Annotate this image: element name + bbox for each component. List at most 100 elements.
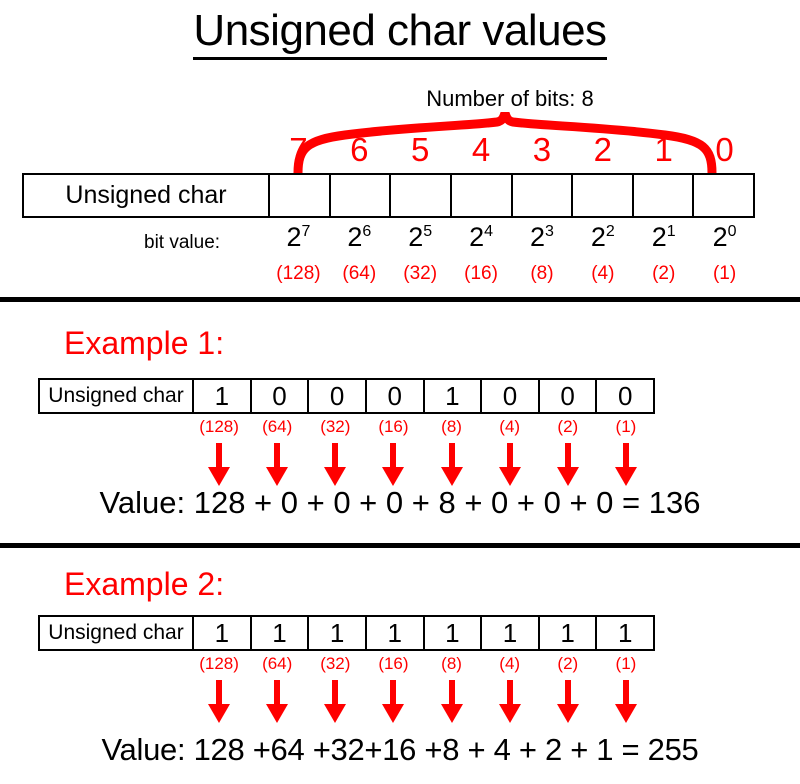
example-1-bit-3[interactable]: 1 xyxy=(422,380,481,412)
example-1-decimal-8: (8) xyxy=(441,417,462,436)
header-decimal-4: (4) xyxy=(591,263,615,284)
example-2-decimal-128: (128) xyxy=(199,654,239,673)
power-base: 2 xyxy=(651,222,667,252)
example-2-bit-0[interactable]: 1 xyxy=(595,617,653,649)
header-bit-cell-3[interactable] xyxy=(510,175,572,216)
example-1-arrow-row xyxy=(190,443,655,487)
power-base: 2 xyxy=(529,222,545,252)
example-2-decimal-4: (4) xyxy=(499,654,521,673)
power-base: 2 xyxy=(590,222,606,252)
section-divider-1 xyxy=(0,297,800,302)
example-2-bit-3[interactable]: 1 xyxy=(422,617,481,649)
power-exponent: 0 xyxy=(727,223,737,240)
example-2-bit-6[interactable]: 1 xyxy=(249,617,308,649)
example-1-bit-table: Unsigned char 1 0 0 0 1 0 0 0 xyxy=(38,378,655,414)
bit-index-row: 7 6 5 4 3 2 1 0 xyxy=(268,133,755,166)
example-2-arrow-slot-3 xyxy=(423,680,481,724)
header-decimal-32: (32) xyxy=(403,263,438,284)
down-arrow-icon xyxy=(498,680,521,723)
example-1-arrow-slot-6 xyxy=(248,443,306,487)
down-arrow-icon xyxy=(208,443,231,486)
down-arrow-icon xyxy=(382,680,405,723)
example-1-value-line: Value: 128 + 0 + 0 + 0 + 8 + 0 + 0 + 0 =… xyxy=(99,485,701,520)
example-2-bit-7[interactable]: 1 xyxy=(192,617,250,649)
header-bit-cell-2[interactable] xyxy=(571,175,632,216)
power-base: 2 xyxy=(712,222,728,252)
example-1-arrow-slot-1 xyxy=(539,443,597,487)
down-arrow-icon xyxy=(324,443,347,486)
down-arrow-icon xyxy=(614,680,637,723)
header-decimal-16: (16) xyxy=(464,263,498,284)
example-2-value-line: Value: 128 +64 +32+16 +8 + 4 + 2 + 1 = 2… xyxy=(101,732,699,767)
power-2-7: 27 xyxy=(268,224,329,251)
header-bit-cell-1[interactable] xyxy=(631,175,693,216)
example-1-arrow-slot-2 xyxy=(481,443,539,487)
example-1-bit-2[interactable]: 0 xyxy=(480,380,538,412)
example-2-bit-2[interactable]: 1 xyxy=(480,617,538,649)
header-bit-cell-6[interactable] xyxy=(328,175,390,216)
header-decimal-1: (1) xyxy=(712,263,737,284)
down-arrow-icon xyxy=(498,443,521,486)
header-bit-cell-4[interactable] xyxy=(449,175,511,216)
example-1-bit-6[interactable]: 0 xyxy=(249,380,308,412)
power-2-4: 24 xyxy=(451,224,512,251)
example-1-bit-0[interactable]: 0 xyxy=(595,380,653,412)
example-2-decimal-32: (32) xyxy=(320,654,351,673)
section-divider-2 xyxy=(0,543,800,548)
header-bit-cell-0[interactable] xyxy=(692,175,753,216)
number-of-bits-label: Number of bits: 8 xyxy=(426,86,594,111)
down-arrow-icon xyxy=(556,680,579,723)
example-1-decimal-4: (4) xyxy=(499,417,521,436)
header-decimal-8: (8) xyxy=(530,263,554,284)
power-base: 2 xyxy=(286,222,302,252)
example-2-arrow-slot-1 xyxy=(539,680,597,724)
down-arrow-icon xyxy=(266,680,289,723)
curly-brace-icon xyxy=(285,108,725,179)
header-bit-cell-5[interactable] xyxy=(389,175,450,216)
power-2-1: 21 xyxy=(633,224,694,251)
example-1-arrow-slot-4 xyxy=(364,443,422,487)
power-exponent: 1 xyxy=(666,223,676,240)
bit-index-5: 5 xyxy=(411,131,430,168)
down-arrow-icon xyxy=(382,443,405,486)
example-2-bit-1[interactable]: 1 xyxy=(537,617,596,649)
bit-index-4: 4 xyxy=(471,131,491,168)
power-base: 2 xyxy=(469,222,485,252)
example-2-heading: Example 2: xyxy=(64,566,225,602)
example-1-arrow-slot-0 xyxy=(597,443,655,487)
down-arrow-icon xyxy=(556,443,579,486)
example-1-bit-4[interactable]: 0 xyxy=(364,380,423,412)
example-1-bit-5[interactable]: 0 xyxy=(307,380,365,412)
bit-index-0: 0 xyxy=(715,131,734,168)
example-1-arrow-slot-5 xyxy=(306,443,364,487)
powers-of-two-row: 27 26 25 24 23 22 21 20 xyxy=(268,224,755,251)
header-decimal-2: (2) xyxy=(652,263,676,284)
bit-value-label: bit value: xyxy=(144,232,221,253)
example-2-decimal-64: (64) xyxy=(262,654,293,673)
down-arrow-icon xyxy=(440,680,463,723)
example-2-bit-5[interactable]: 1 xyxy=(307,617,365,649)
example-2-arrow-slot-2 xyxy=(481,680,539,724)
down-arrow-icon xyxy=(266,443,289,486)
example-1-decimal-2: (2) xyxy=(557,417,579,436)
example-1-decimal-1: (1) xyxy=(615,417,637,436)
example-2-decimal-values-row: (128) (64) (32) (16) (8) (4) (2) (1) xyxy=(190,655,655,672)
example-2-row-label: Unsigned char xyxy=(48,621,184,644)
example-2-decimal-8: (8) xyxy=(441,654,462,673)
example-1-bit-7[interactable]: 1 xyxy=(192,380,250,412)
example-1-decimal-16: (16) xyxy=(378,417,409,436)
header-bit-cell-7[interactable] xyxy=(268,175,329,216)
power-base: 2 xyxy=(408,222,424,252)
down-arrow-icon xyxy=(324,680,347,723)
power-base: 2 xyxy=(347,222,363,252)
power-2-2: 22 xyxy=(572,224,633,251)
down-arrow-icon xyxy=(614,443,637,486)
bit-index-3: 3 xyxy=(532,131,552,168)
example-1-decimal-values-row: (128) (64) (32) (16) (8) (4) (2) (1) xyxy=(190,418,655,435)
example-2-bit-4[interactable]: 1 xyxy=(364,617,423,649)
example-1-bit-1[interactable]: 0 xyxy=(537,380,596,412)
power-2-0: 20 xyxy=(694,224,755,251)
down-arrow-icon xyxy=(208,680,231,723)
example-2-arrow-slot-4 xyxy=(364,680,422,724)
power-exponent: 2 xyxy=(605,223,615,240)
